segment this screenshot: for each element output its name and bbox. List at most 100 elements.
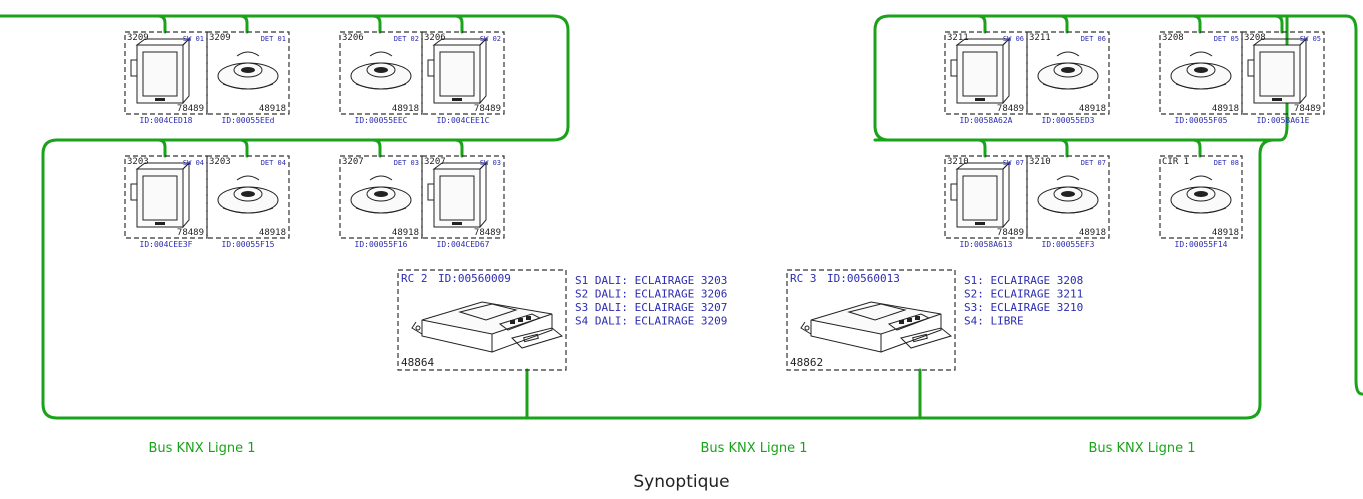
switch-clip — [427, 59, 435, 77]
detector-dome — [369, 51, 393, 57]
device-id: ID:0058A62A — [960, 116, 1013, 125]
controller-output-line: S4: LIBRE — [964, 315, 1024, 328]
switch-plate — [433, 44, 481, 104]
controller-output-line: S3 DALI: ECLAIRAGE 3207 — [575, 301, 727, 314]
detector-rim — [355, 83, 407, 90]
controller-ref: 48862 — [790, 356, 823, 369]
device-room-label: 3206 — [342, 33, 364, 43]
switch-side — [182, 161, 190, 229]
switch-rocker — [142, 175, 178, 221]
controller-frame — [786, 269, 956, 371]
switch-plate — [433, 168, 481, 228]
knx-bus-wiring — [0, 14, 1363, 420]
detector-sensor — [1061, 67, 1075, 73]
terminal-screw — [518, 318, 523, 322]
device-id: ID:00055EEd — [222, 116, 275, 125]
controller-name: RC 2 — [401, 272, 428, 285]
bus-drop — [1273, 14, 1284, 34]
controller-hole — [804, 325, 810, 331]
device-frame — [421, 31, 505, 115]
terminal-screw — [526, 316, 531, 320]
bus-drop — [371, 138, 382, 158]
switch-side — [479, 37, 487, 105]
device-id: ID:00055F05 — [1175, 116, 1228, 125]
detector-rim — [1175, 83, 1227, 90]
device-frame — [124, 31, 208, 115]
detector-sensor — [1061, 191, 1075, 197]
switch-led — [452, 222, 462, 225]
bus-drop — [238, 138, 249, 158]
controller-clip-left — [411, 321, 423, 335]
switch-rocker — [439, 51, 475, 97]
device-room-label: 3206 — [424, 33, 446, 43]
controller-foot — [511, 327, 564, 349]
switch-clip — [130, 59, 138, 77]
terminal-screw — [907, 318, 912, 322]
switch-rocker — [439, 175, 475, 221]
detector-dome — [369, 175, 393, 181]
device-tag: DET 01 — [261, 35, 286, 43]
device-frame — [1026, 31, 1110, 115]
device-tag: SW 07 — [1003, 159, 1024, 167]
switch-clip — [130, 183, 138, 201]
bus-drop — [1058, 14, 1069, 34]
detector-lens — [1186, 186, 1216, 202]
detector-dome — [236, 51, 260, 57]
bus-drop — [156, 14, 167, 34]
detector-rim — [1042, 207, 1094, 214]
diagram-title: Synoptique — [633, 472, 730, 492]
bus-segment — [873, 14, 891, 142]
detector-rim — [222, 83, 274, 90]
terminal-screw — [915, 316, 920, 320]
device-room-label: 3203 — [127, 157, 149, 167]
detector-sensor — [241, 67, 255, 73]
switch-plate — [1253, 44, 1301, 104]
device-id: ID:0058A613 — [960, 240, 1013, 249]
switch-led — [1272, 98, 1282, 101]
device-frame — [1159, 31, 1243, 115]
switch-rocker — [962, 51, 998, 97]
device-tag: DET 07 — [1081, 159, 1106, 167]
bus-segment — [1285, 14, 1363, 396]
device-tag: DET 02 — [394, 35, 419, 43]
detector-lens — [233, 186, 263, 202]
device-ref: 78489 — [474, 104, 501, 114]
detector-dome — [1189, 175, 1213, 181]
device-id: ID:00055F15 — [222, 240, 275, 249]
device-frame — [339, 31, 423, 115]
controller-front — [810, 320, 882, 353]
device-frame — [944, 31, 1028, 115]
device-tag: SW 03 — [480, 159, 501, 167]
device-tag: DET 08 — [1214, 159, 1239, 167]
device-id: ID:00055EEC — [355, 116, 408, 125]
controller-front — [421, 320, 493, 353]
device-id: ID:00055F14 — [1175, 240, 1228, 249]
bus-drop — [1191, 138, 1202, 158]
detector-sensor — [374, 67, 388, 73]
device-id: ID:0058A61E — [1257, 116, 1310, 125]
detector-lens — [1053, 62, 1083, 78]
switch-plate — [956, 168, 1004, 228]
controller-frame — [397, 269, 567, 371]
device-ref: 48918 — [1079, 228, 1106, 238]
detector-lens — [366, 62, 396, 78]
controller-output-line: S3: ECLAIRAGE 3210 — [964, 301, 1083, 314]
detector-sensor — [374, 191, 388, 197]
device-ref: 78489 — [177, 228, 204, 238]
switch-plate — [956, 44, 1004, 104]
bus-drop — [453, 138, 464, 158]
device-tag: SW 05 — [1300, 35, 1321, 43]
